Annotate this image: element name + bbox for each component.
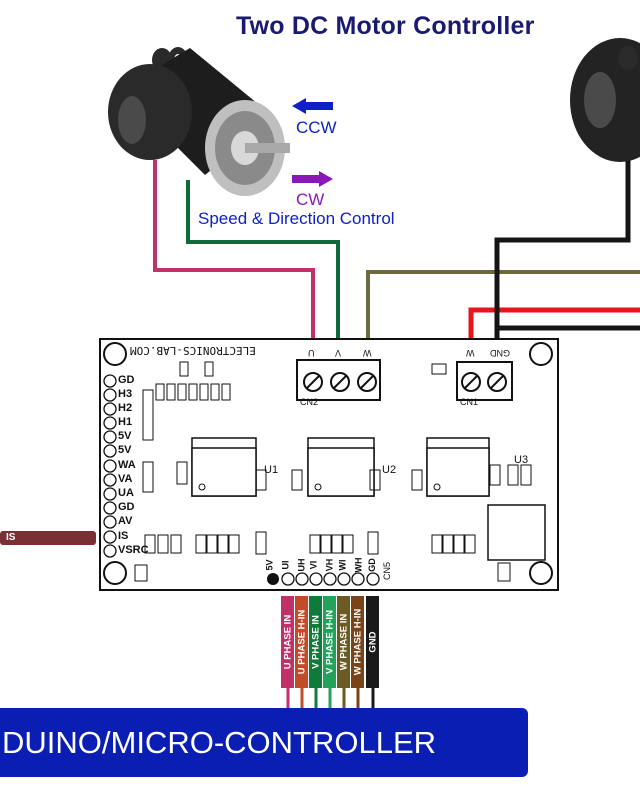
bottom-pin-wi: WI: [337, 559, 348, 571]
left-pin-va: VA: [118, 473, 133, 485]
wire-u-phase-h-in: U PHASE H-IN: [295, 596, 308, 688]
bottom-pin-ui: UI: [280, 560, 291, 570]
wire-w-phase-h-in: W PHASE H-IN: [351, 596, 364, 688]
left-pin-h3: H3: [118, 388, 133, 400]
cw-label: CW: [296, 190, 325, 209]
board-brand: ELECTRONICS-LAB.COM: [130, 344, 256, 357]
cn1-label: CN1: [460, 397, 479, 407]
right-motor: [570, 38, 640, 162]
controller-label: DUINO/MICRO-CONTROLLER: [2, 724, 437, 760]
left-pin-ua: UA: [118, 487, 134, 499]
olive-motor-wire: [366, 270, 640, 362]
cn2-pin-w: W: [363, 348, 372, 358]
wire-gnd: GND: [366, 596, 379, 688]
left-pin-h2: H2: [118, 402, 133, 414]
left-pin-vsrc: VSRC: [118, 544, 149, 556]
cn1-pin-w: W: [466, 348, 475, 358]
bottom-pin-vh: VH: [324, 558, 335, 572]
cn5-label: CN5: [382, 561, 393, 581]
controller-bar: DUINO/MICRO-CONTROLLER: [0, 708, 528, 777]
left-pin-h1: H1: [118, 416, 133, 428]
chip-u2-label: U2: [382, 464, 397, 476]
diagram-title: Two DC Motor Controller: [236, 12, 535, 40]
bottom-pin-vi: VI: [308, 560, 319, 570]
cn2-label: CN2: [300, 397, 319, 407]
bottom-pin-gd: GD: [366, 558, 377, 572]
left-pin-5v-b: 5V: [118, 444, 132, 456]
ccw-arrow-icon: [292, 98, 333, 114]
wire-v-phase-h-in: V PHASE H-IN: [323, 596, 336, 688]
is-wire-label: IS: [0, 531, 96, 545]
left-pin-av: AV: [118, 515, 133, 527]
left-pin-gd: GD: [118, 374, 135, 386]
left-pin-gd-2: GD: [118, 501, 135, 513]
cn1-pin-gnd: GND: [490, 348, 510, 358]
left-pin-is: IS: [118, 530, 129, 542]
black-power-wire: [494, 120, 631, 360]
cn2-pin-v: V: [335, 348, 342, 358]
pink-motor-wire: [153, 160, 315, 362]
wire-u-phase-in: U PHASE IN: [281, 596, 294, 688]
bottom-pin-uh: UH: [296, 558, 307, 572]
green-motor-wire: [186, 180, 340, 362]
cw-arrow-icon: [292, 171, 333, 187]
left-pin-wa: WA: [118, 459, 136, 471]
speed-direction-label: Speed & Direction Control: [198, 209, 395, 228]
left-pin-5v-a: 5V: [118, 430, 132, 442]
wire-v-phase-in: V PHASE IN: [309, 596, 322, 688]
left-motor: [108, 47, 290, 196]
chip-u3-label: U3: [514, 454, 529, 466]
bottom-pin-wh: WH: [353, 557, 364, 573]
wire-w-phase-in: W PHASE IN: [337, 596, 350, 688]
ccw-label: CCW: [296, 118, 337, 137]
chip-u1-label: U1: [264, 464, 279, 476]
bottom-pin-5v: 5V: [264, 559, 275, 571]
cn2-pin-u: U: [308, 348, 315, 358]
